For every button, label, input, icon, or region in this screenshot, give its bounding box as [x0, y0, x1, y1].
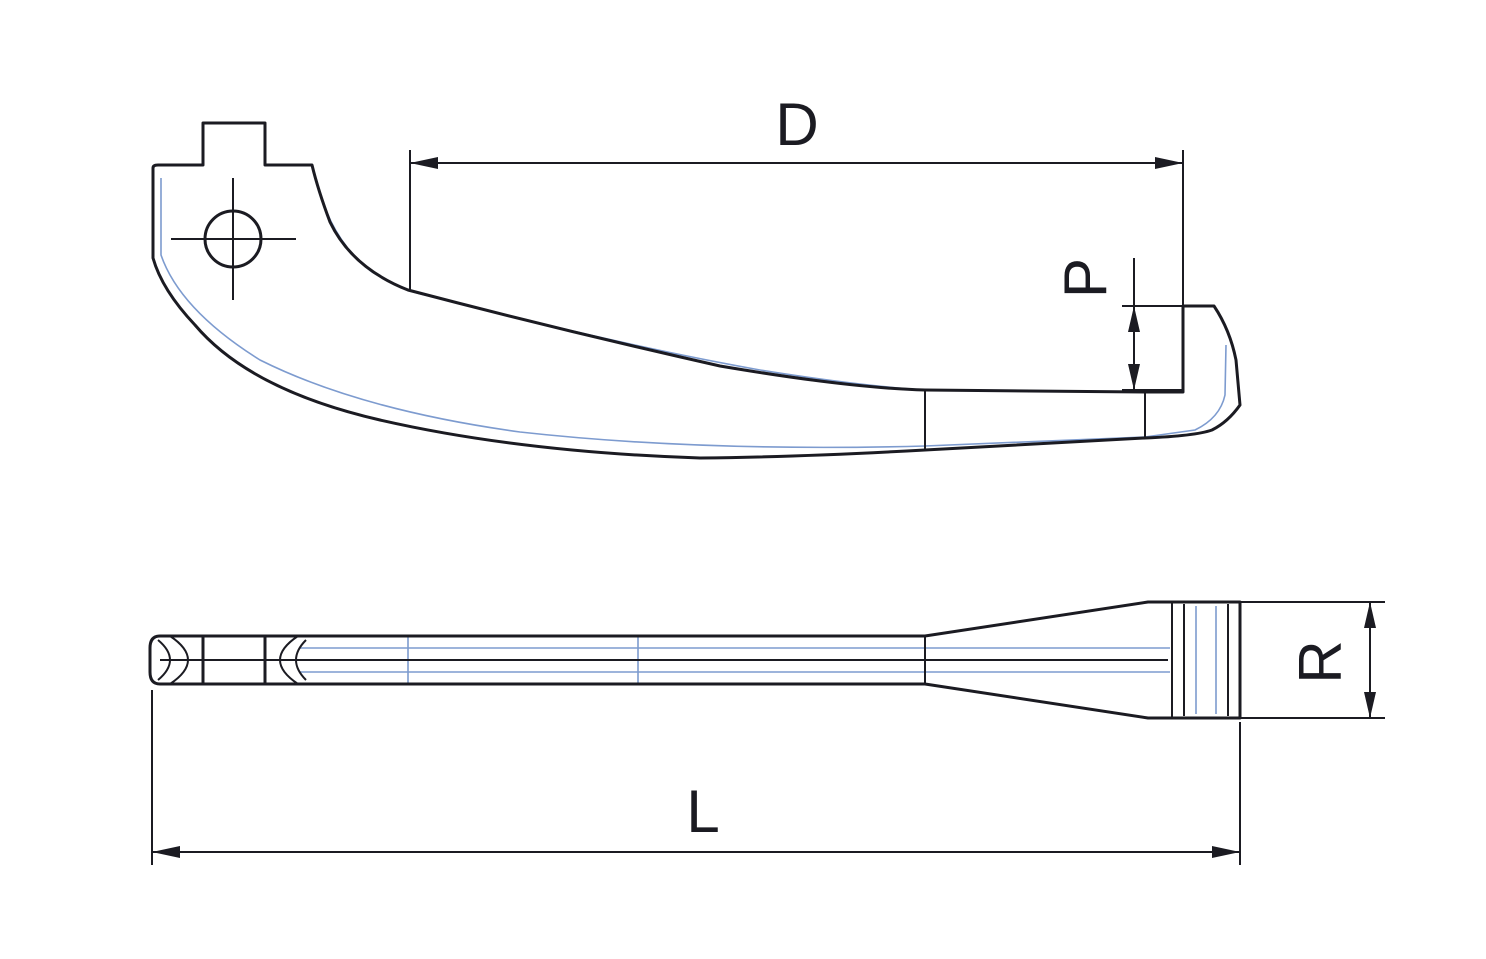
- dim-d-arrow-left: [410, 157, 438, 169]
- top-view-hole-block: [201, 634, 267, 686]
- dim-r-arrow-top: [1364, 602, 1376, 628]
- dimension-p: P: [1052, 258, 1214, 391]
- dim-p-label: P: [1052, 258, 1119, 298]
- top-view-hub-left: [169, 635, 190, 685]
- dimension-r: R: [1240, 601, 1385, 719]
- dimension-d: D: [409, 91, 1184, 306]
- tine-side-outline: [151, 121, 1242, 460]
- dim-p-arrow-top: [1128, 306, 1140, 332]
- dim-r-label: R: [1287, 640, 1354, 683]
- dim-l-arrow-right: [1212, 846, 1240, 858]
- top-view-hub-right-inner: [294, 639, 307, 681]
- dim-p-arrow-bottom: [1128, 364, 1140, 390]
- top-view-hub-left-inner: [157, 639, 172, 681]
- side-view: [151, 121, 1242, 460]
- dim-d-label: D: [775, 91, 818, 158]
- dim-r-arrow-bottom: [1364, 692, 1376, 718]
- dimension-l: L: [151, 690, 1241, 865]
- dim-l-arrow-left: [152, 846, 180, 858]
- dim-l-label: L: [686, 778, 719, 845]
- top-view-hub-right: [278, 635, 299, 685]
- tine-top-outline: [148, 600, 1242, 720]
- top-view: [148, 600, 1242, 720]
- side-view-inner-edge: [160, 178, 1227, 449]
- dim-d-arrow-right: [1155, 157, 1183, 169]
- side-view-inner-top: [315, 177, 926, 391]
